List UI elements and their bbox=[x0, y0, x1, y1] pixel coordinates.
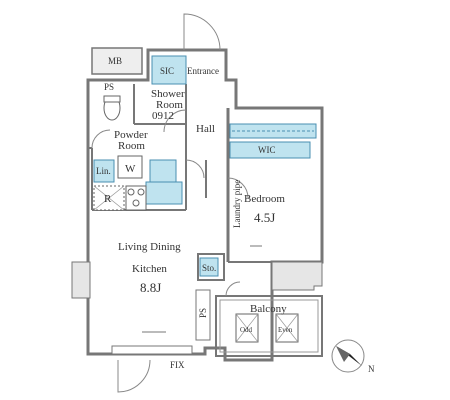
hall-door bbox=[185, 159, 205, 179]
living-size-label: 8.8J bbox=[140, 280, 161, 295]
ps-top-label: PS bbox=[104, 82, 114, 92]
hall-label: Hall bbox=[196, 123, 215, 135]
column-left bbox=[71, 261, 91, 299]
powder-door bbox=[91, 129, 111, 149]
ps-bottom-box bbox=[195, 289, 211, 341]
odd-label: Odd bbox=[240, 326, 253, 334]
appliances bbox=[93, 95, 147, 211]
column-right bbox=[271, 261, 323, 291]
north-label: N bbox=[368, 364, 375, 374]
entrance-door bbox=[183, 13, 221, 51]
kitchen-sink bbox=[145, 181, 183, 205]
entrance-label: Entrance bbox=[187, 66, 219, 76]
balcony-inner bbox=[219, 299, 319, 353]
sic-closet bbox=[151, 55, 187, 85]
living-label-1: Living Dining bbox=[118, 241, 181, 253]
powder-label-1: Powder bbox=[114, 129, 148, 141]
bottom-window bbox=[111, 345, 193, 355]
fix-door bbox=[117, 359, 151, 393]
balcony-door bbox=[225, 281, 241, 297]
doors bbox=[91, 13, 249, 393]
balcony-label: Balcony bbox=[250, 303, 287, 315]
shower-size-label: 0912 bbox=[152, 110, 174, 122]
sic-label: SIC bbox=[160, 66, 174, 76]
stove-icon bbox=[125, 185, 147, 211]
washer-icon bbox=[117, 155, 143, 179]
laundry-label: Laundry pipe bbox=[232, 180, 242, 228]
sink-counter bbox=[149, 159, 177, 183]
mb-label: MB bbox=[108, 56, 122, 66]
powder-label-2: Room bbox=[118, 140, 145, 152]
fixtures bbox=[93, 55, 317, 277]
shower-label-1: Shower bbox=[151, 88, 185, 100]
living-label-2: Kitchen bbox=[132, 263, 167, 275]
storage-fill bbox=[199, 257, 219, 277]
linen-cabinet bbox=[93, 159, 115, 183]
bedroom-door bbox=[227, 177, 249, 199]
fix-label: FIX bbox=[170, 360, 185, 370]
bedroom-label: Bedroom bbox=[244, 193, 285, 205]
w-label: W bbox=[125, 163, 136, 175]
wic-label: WIC bbox=[258, 145, 276, 155]
balcony-outline bbox=[215, 295, 323, 357]
wic-rail bbox=[229, 141, 311, 159]
lin-label: Lin. bbox=[96, 166, 111, 176]
shower-label-2: Room bbox=[156, 99, 183, 111]
shower-door bbox=[163, 109, 187, 133]
even-label: Even bbox=[278, 326, 293, 334]
bedroom-size-label: 4.5J bbox=[254, 210, 275, 225]
mb-box bbox=[91, 47, 143, 75]
r-label: R bbox=[104, 193, 112, 205]
north-compass-icon: N bbox=[331, 339, 375, 374]
sto-label: Sto. bbox=[202, 263, 216, 273]
ps-bottom-label: PS bbox=[198, 308, 208, 318]
